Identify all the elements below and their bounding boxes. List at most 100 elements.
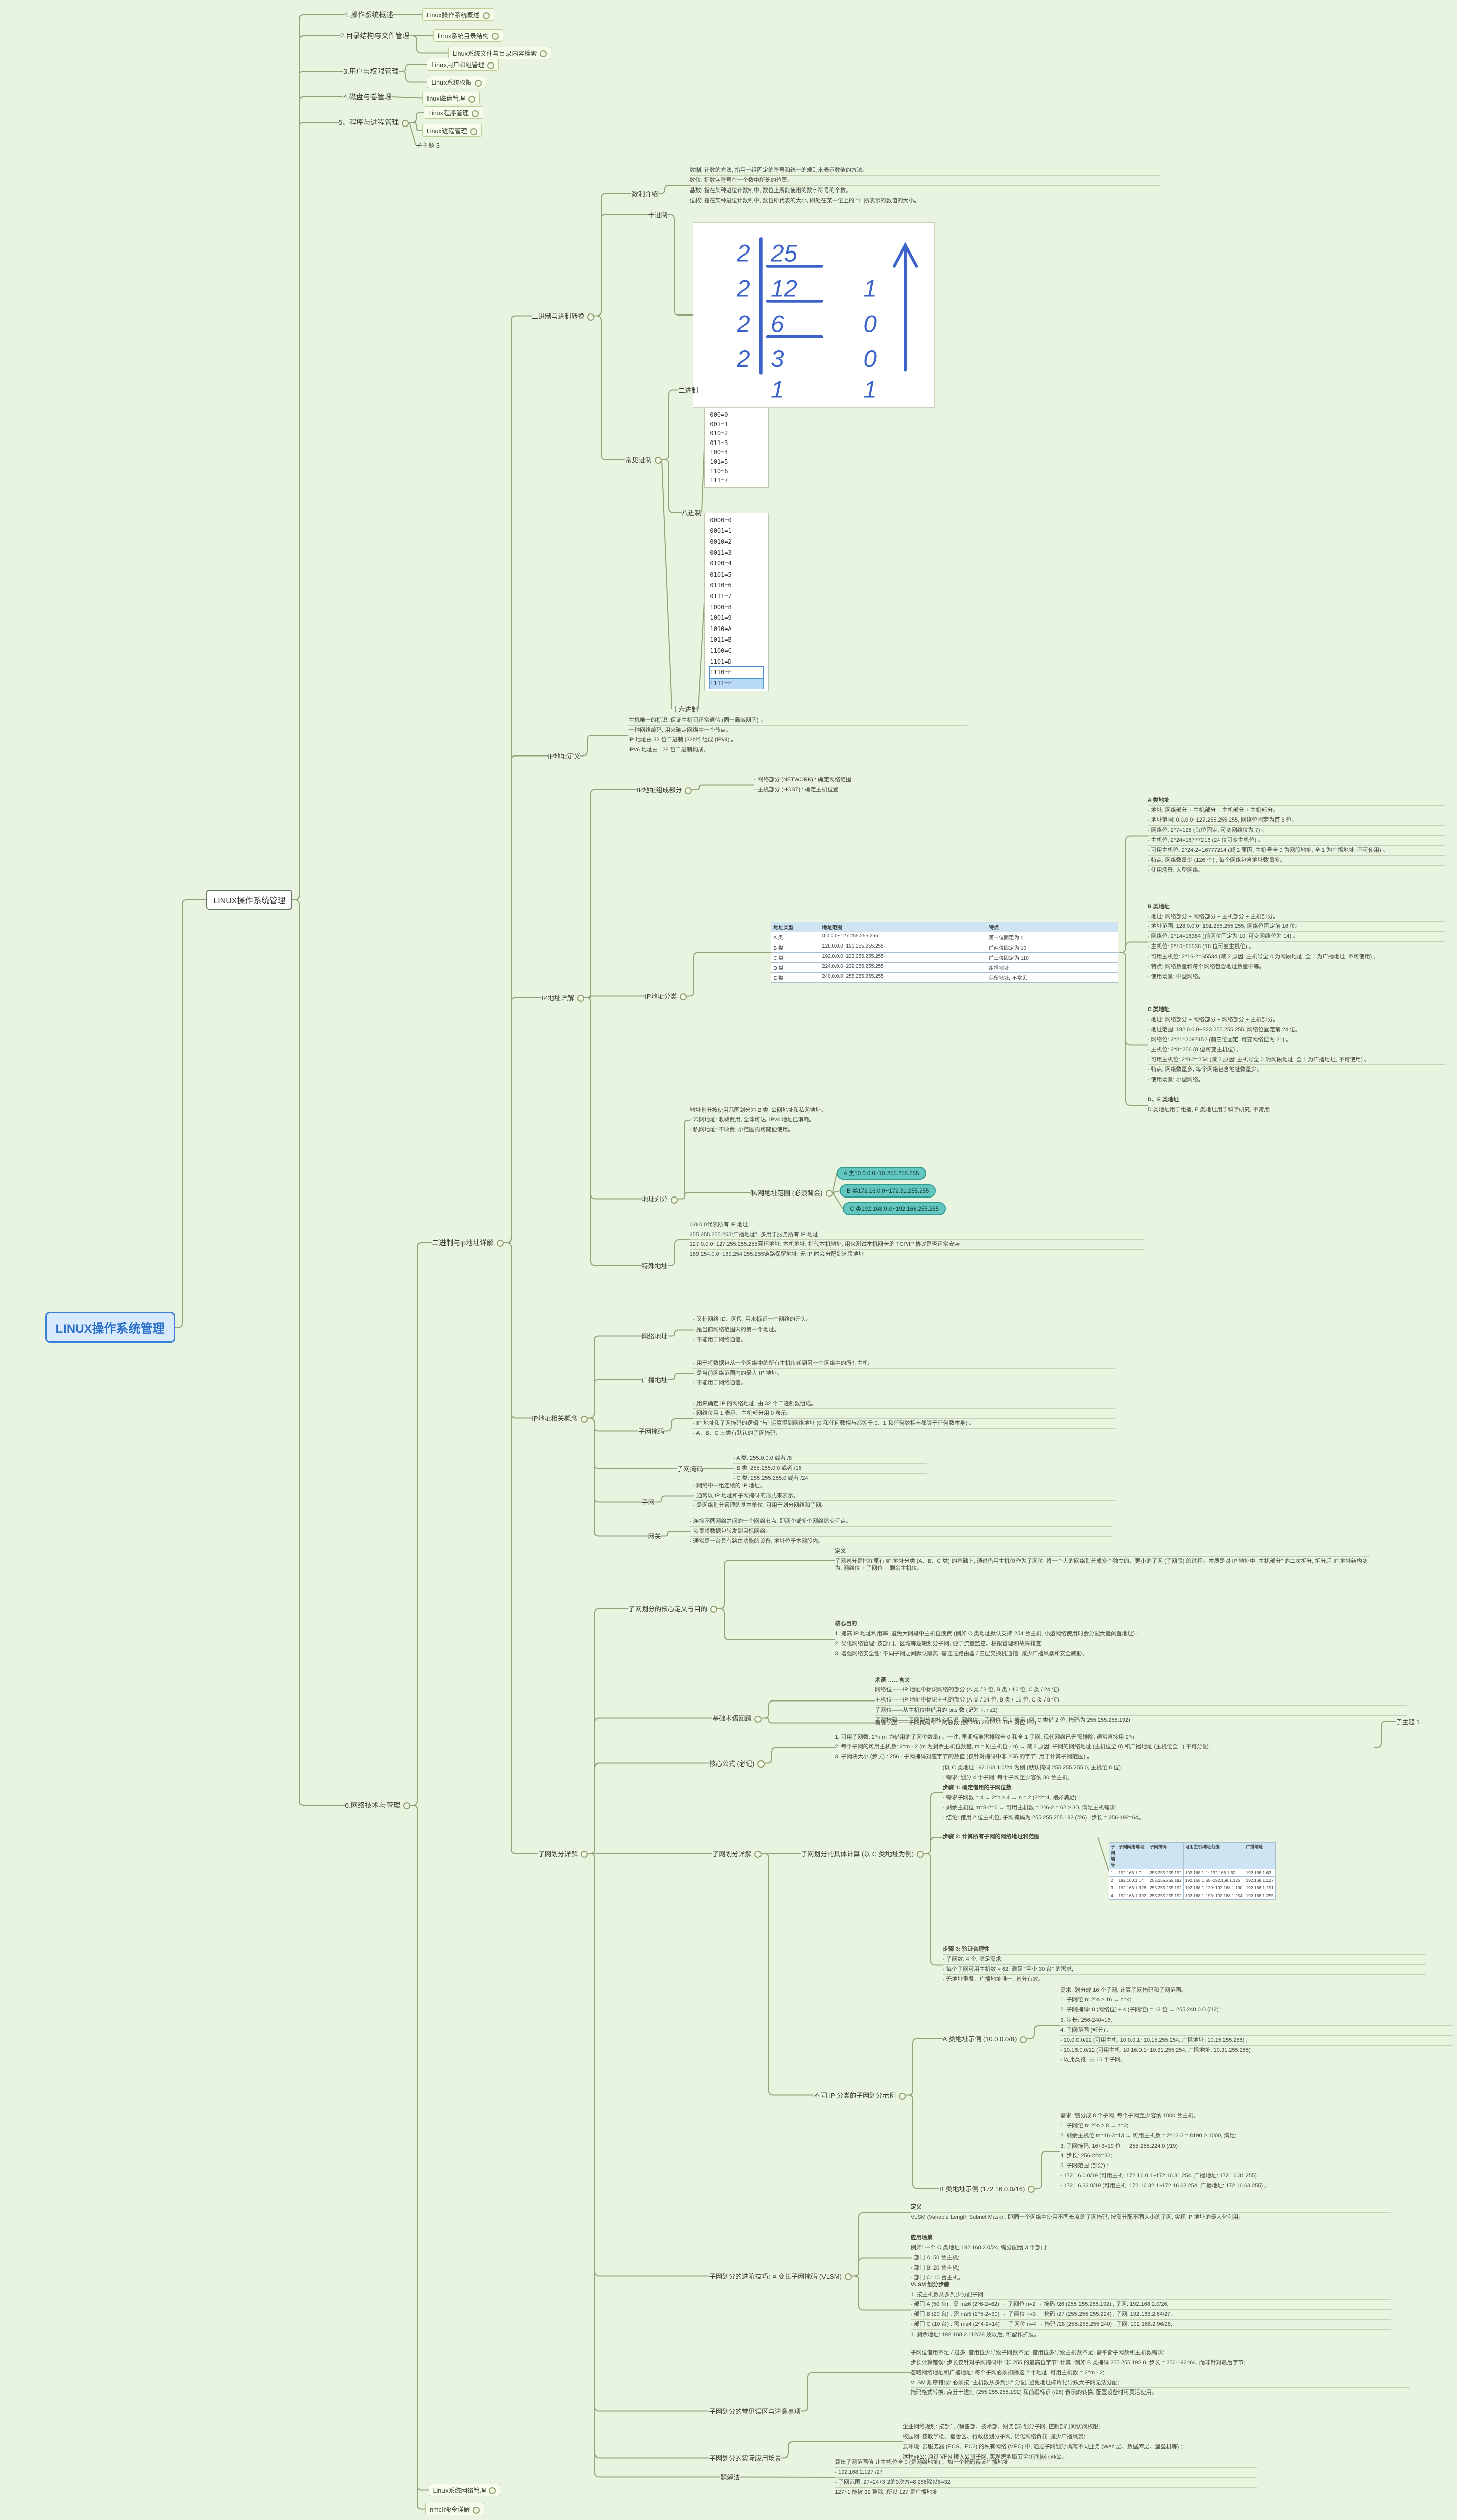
branch-process[interactable]: 5、程序与进程管理	[339, 117, 409, 128]
topic-class-a-example[interactable]: A 类地址示例 (10.0.0.0/8)	[943, 2034, 1027, 2044]
text-step1[interactable]: (以 C 类地址 192.168.1.0/24 为例 (默认掩码 255.255…	[942, 1763, 1457, 1822]
collapse-badge[interactable]	[899, 2092, 906, 2100]
topic-subnetting-detail[interactable]: 子网划分详解	[712, 1849, 762, 1858]
topic-linux-os-overview[interactable]: Linux操作系统概述	[422, 8, 494, 21]
text-gateway[interactable]: - 连接不同网络之间的一个网络节点, 即两个或多个网络的交汇点。- 负责将数据包…	[689, 1517, 1112, 1546]
topic-class-b-example[interactable]: B 类地址示例 (172.16.0.0/16)	[939, 2184, 1035, 2193]
private-range-cloud-a[interactable]: A 类10.0.0.0~10.255.255.255	[836, 1167, 926, 1180]
topic-subnetting-core[interactable]: 子网划分的核心定义与目的	[628, 1604, 718, 1613]
topic-nmcli[interactable]: nmcli命令详解	[425, 2503, 485, 2516]
text-address-division[interactable]: 地址划分按使用范围划分为 2 类: 公网地址和私网地址。- 公网地址: 收取费用…	[689, 1106, 1093, 1136]
topic-terms-review[interactable]: 基础术语回顾	[712, 1713, 762, 1723]
text-class-c[interactable]: C 类地址- 地址: 网络部分 + 网络部分 + 网络部分 + 主机部分。- 地…	[1147, 1005, 1446, 1085]
topic-subnetting[interactable]: 子网划分详解	[538, 1849, 588, 1858]
topic-network-address[interactable]: 网络地址	[642, 1331, 668, 1341]
collapse-badge[interactable]	[402, 119, 409, 127]
branch-user-perm[interactable]: 3.用户与权限管理	[343, 66, 399, 76]
collapse-badge[interactable]	[581, 1851, 588, 1858]
collapse-badge[interactable]	[710, 1606, 718, 1613]
topic-subnet-calculation[interactable]: 子网划分的具体计算 (以 C 类地址为例)	[801, 1849, 924, 1858]
text-prefix-length[interactable]: 前缀长度——子网掩码中 1 的总数 (例: 255.255.255.192 对应…	[875, 1718, 1407, 1728]
topic-user-group[interactable]: Linux用户和组管理	[427, 58, 499, 71]
text-subnet-mask[interactable]: - 用来确定 IP 的网络地址, 由 32 个二进制数组成。- 网络位用 1 表…	[693, 1399, 1115, 1438]
topic-special-addresses[interactable]: 特殊地址	[642, 1261, 668, 1270]
topic-ip-detail[interactable]: IP地址详解	[541, 993, 584, 1002]
topic-gateway[interactable]: 网关	[648, 1531, 661, 1541]
collapse-badge[interactable]	[685, 787, 692, 794]
collapse-badge[interactable]	[470, 128, 477, 135]
topic-application-scenarios[interactable]: 子网划分的实际应用场景	[709, 2453, 781, 2463]
text-ip-definition[interactable]: 主机唯一的标识, 保证主机间正常通信 (同一局域网下) 。一种网络编码, 用来确…	[628, 716, 967, 755]
collapse-badge[interactable]	[577, 995, 584, 1002]
topic-subnet[interactable]: 子网	[642, 1497, 655, 1507]
topic-address-division[interactable]: 地址划分	[642, 1194, 678, 1204]
private-range-cloud-c[interactable]: C 类192.168.0.0~192.168.255.255	[843, 1202, 946, 1216]
text-class-b[interactable]: B 类地址- 地址: 网络部分 + 网络部分 + 主机部分 + 主机部分。- 地…	[1147, 903, 1446, 982]
collapse-badge[interactable]	[487, 61, 495, 69]
topic-quick-method[interactable]: 题解法	[720, 2472, 740, 2482]
branch-dir-file[interactable]: 2.目录结构与文件管理	[340, 31, 410, 41]
central-topic[interactable]: LINUX操作系统管理	[45, 1311, 175, 1343]
topic-number-system-intro[interactable]: 数制介绍	[631, 188, 658, 198]
topic-default-masks[interactable]: 子网掩码	[677, 1464, 703, 1473]
topic-core-formula[interactable]: 核心公式 (必记)	[709, 1758, 765, 1768]
collapse-badge[interactable]	[491, 33, 499, 40]
topic-file-search[interactable]: Linux系统文件与目录内容检索	[448, 46, 552, 59]
text-broadcast-address[interactable]: - 用于将数据包从一个网络中的所有主机传递到另一个网络中的所有主机。- 是当前网…	[693, 1359, 1115, 1389]
text-class-b-example[interactable]: 需求: 划分成 8 个子网, 每个子网至少容纳 1000 台主机。1. 子网位 …	[1060, 2111, 1454, 2191]
text-network-address[interactable]: - 又称网络 ID、网段, 用来标识一个网络的开头。- 是当前网络范围内的第一个…	[693, 1315, 1115, 1345]
topic-process-mgmt[interactable]: Linux进程管理	[422, 124, 482, 137]
topic-binary-ip-detail[interactable]: 二进制与ip地址详解	[432, 1238, 504, 1248]
collapse-badge[interactable]	[403, 1802, 410, 1810]
text-ip-components[interactable]: - 网络部分 (NETWORK) : 确定网络范围- 主机部分 (HOST) :…	[754, 775, 1037, 795]
branch-network[interactable]: 6.网络技术与管理	[345, 1800, 410, 1810]
text-subnetting-definition[interactable]: 定义子网划分是指在原有 IP 地址分类 (A、B、C 类) 的基础上, 通过借用…	[835, 1547, 1370, 1574]
topic-ip-components[interactable]: IP地址组成部分	[637, 785, 692, 794]
topic-subtopic-1[interactable]: 子主题 1	[1396, 1717, 1420, 1726]
text-default-masks[interactable]: - A 类: 255.0.0.0 或者 /8- B 类: 255.255.0.0…	[733, 1454, 927, 1483]
topic-subnet-mask[interactable]: 子网掩码	[638, 1426, 664, 1436]
collapse-badge[interactable]	[757, 1760, 765, 1768]
text-number-system[interactable]: 数制: 计数的方法, 指用一组固定的符号和统一的规则来表示数值的方法。数位: 指…	[689, 166, 1161, 205]
topic-class-examples[interactable]: 不同 IP 分类的子网划分示例	[814, 2090, 906, 2100]
topic-common-mistakes[interactable]: 子网划分的常见误区与注意事项	[709, 2406, 801, 2416]
topic-linux-network-mgmt[interactable]: Linux系统网络管理	[428, 2483, 501, 2496]
topic-permissions[interactable]: Linux系统权限	[427, 76, 487, 89]
topic-ip-classes[interactable]: IP地址分类	[645, 991, 687, 1001]
text-class-a-example[interactable]: 需求: 划分成 16 个子网, 计算子网掩码和子网范围。1. 子网位 n: 2^…	[1060, 1986, 1454, 2065]
text-common-mistakes[interactable]: 子网位借用不足 / 过多: 借用位少导致子网数不足, 借用位多导致主机数不足, …	[910, 2348, 1410, 2398]
topic-hexadecimal[interactable]: 十六进制	[672, 704, 698, 714]
collapse-badge[interactable]	[670, 1196, 678, 1204]
topic-subtopic-3[interactable]: 子主题 3	[416, 140, 440, 150]
collapse-badge[interactable]	[754, 1715, 762, 1723]
main-topic[interactable]: LINUX操作系统管理	[206, 890, 293, 910]
text-class-a[interactable]: A 类地址- 地址: 网络部分 + 主机部分 + 主机部分 + 主机部分。- 地…	[1147, 796, 1446, 875]
collapse-badge[interactable]	[754, 1851, 762, 1858]
private-range-cloud-b[interactable]: B 类172.16.0.0~172.31.255.255	[840, 1184, 936, 1198]
topic-octal[interactable]: 八进制	[682, 508, 702, 517]
collapse-badge[interactable]	[1028, 2186, 1035, 2193]
topic-program-mgmt[interactable]: Linux程序管理	[423, 106, 483, 119]
collapse-badge[interactable]	[473, 2506, 480, 2514]
collapse-badge[interactable]	[475, 79, 482, 87]
topic-dir-structure[interactable]: linux系统目录结构	[433, 29, 503, 42]
collapse-badge[interactable]	[471, 110, 479, 117]
collapse-badge[interactable]	[917, 1851, 924, 1858]
collapse-badge[interactable]	[482, 12, 490, 19]
text-application-scenarios[interactable]: 企业网络规划: 按部门 (销售部、技术部、财务部) 划分子网, 控制部门间访问权…	[902, 2422, 1418, 2462]
collapse-badge[interactable]	[654, 457, 662, 464]
collapse-badge[interactable]	[1020, 2036, 1027, 2044]
text-terms[interactable]: 术语 ……含义网络位——IP 地址中标识网络的部分 (A 类 / 8 位, B …	[875, 1676, 1407, 1725]
topic-decimal[interactable]: 十进制	[648, 210, 667, 219]
collapse-badge[interactable]	[844, 2273, 852, 2281]
